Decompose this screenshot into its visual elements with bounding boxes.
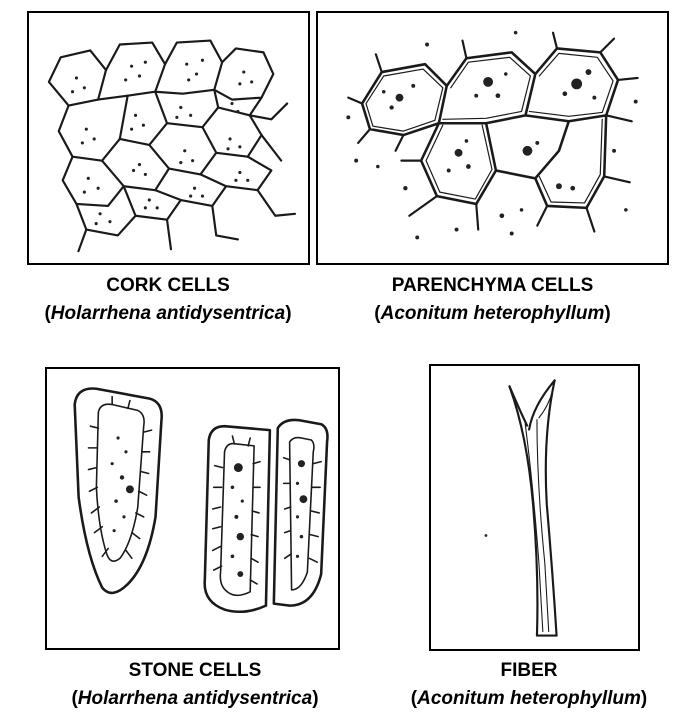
fiber-species-line: (Aconitum heterophyllum) xyxy=(375,685,683,713)
fiber-species: Aconitum heterophyllum xyxy=(417,688,641,709)
stone-cells-species: Holarrhena antidysentrica xyxy=(78,688,312,709)
fiber-drawing xyxy=(431,366,638,649)
stone-cells-species-line: (Holarrhena antidysentrica) xyxy=(20,685,370,713)
parenchyma-cells-panel xyxy=(316,11,669,265)
parenchyma-cells-drawing xyxy=(318,13,667,263)
stone-cells-caption: STONE CELLS (Holarrhena antidysentrica) xyxy=(20,657,370,713)
cork-cells-caption: CORK CELLS (Holarrhena antidysentrica) xyxy=(18,272,318,328)
parenchyma-cells-caption: PARENCHYMA CELLS (Aconitum heterophyllum… xyxy=(316,272,669,328)
fiber-panel xyxy=(429,364,640,651)
fiber-title: FIBER xyxy=(375,657,683,685)
stone-cells-drawing xyxy=(47,369,338,648)
fiber-caption: FIBER (Aconitum heterophyllum) xyxy=(375,657,683,713)
cork-cells-title: CORK CELLS xyxy=(18,272,318,300)
stone-cells-title: STONE CELLS xyxy=(20,657,370,685)
parenchyma-cells-species-line: (Aconitum heterophyllum) xyxy=(316,300,669,328)
cork-cells-species-line: (Holarrhena antidysentrica) xyxy=(18,300,318,328)
cork-cells-panel xyxy=(27,11,310,265)
cork-cells-drawing xyxy=(29,13,308,263)
parenchyma-cells-species: Aconitum heterophyllum xyxy=(381,303,605,324)
parenchyma-cells-title: PARENCHYMA CELLS xyxy=(316,272,669,300)
cork-cells-species: Holarrhena antidysentrica xyxy=(51,303,285,324)
stone-cells-panel xyxy=(45,367,340,650)
